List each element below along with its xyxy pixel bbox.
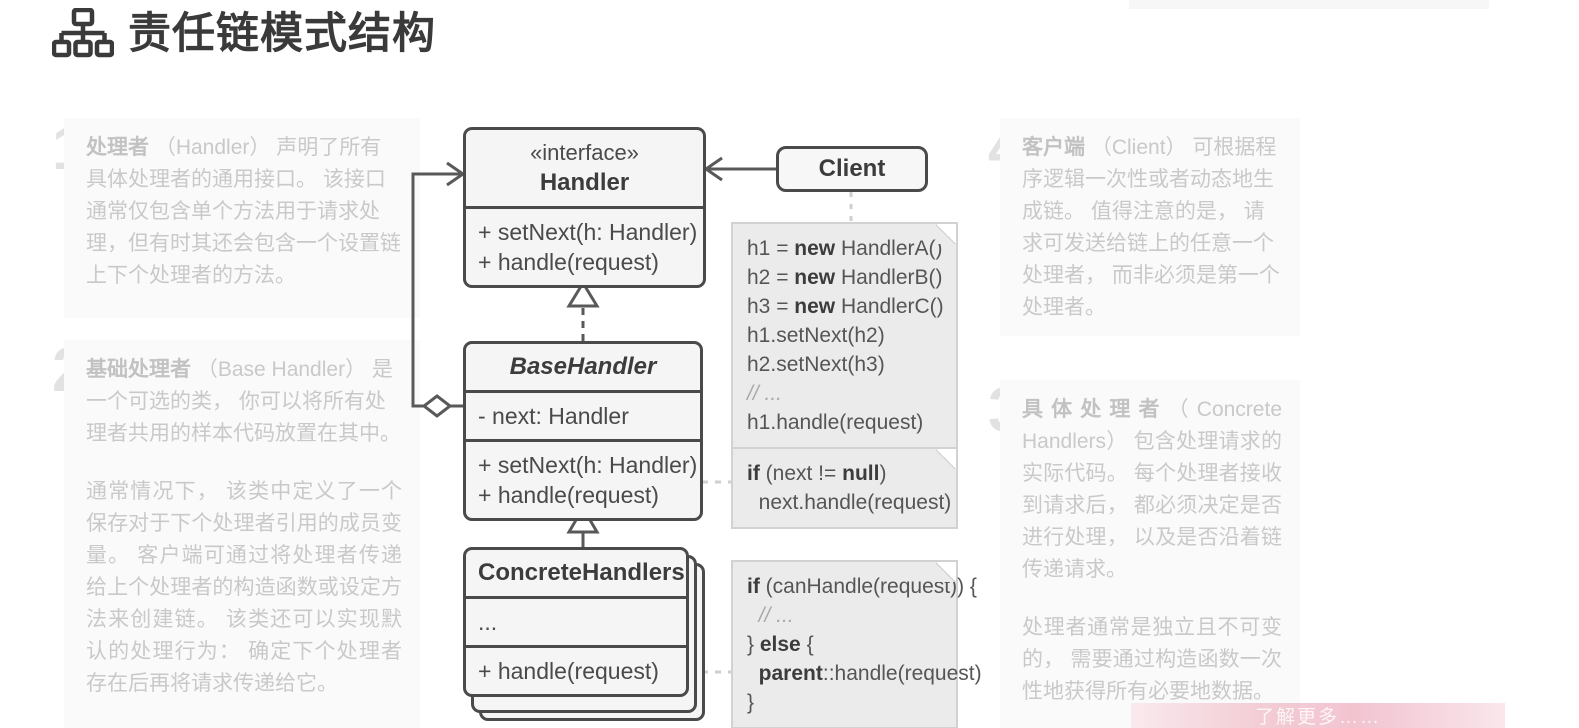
code-line-4: h2.setNext(h3) bbox=[747, 353, 885, 376]
uml-class-concrete-handlers[interactable]: ConcreteHandlers ... + handle(request) bbox=[463, 547, 689, 697]
uml-class-handler[interactable]: «interface» Handler + setNext(h: Handler… bbox=[463, 127, 706, 288]
base-handler-methods: + setNext(h: Handler) + handle(request) bbox=[466, 439, 700, 518]
code-line-2: } else { bbox=[747, 633, 814, 656]
panel-3-text-2: 处理者通常是独立且不可变的， 需要通过构造函数一次性地获得所有必要地数据。 bbox=[1022, 616, 1282, 703]
code-line-0: if (canHandle(request)) { bbox=[747, 575, 977, 598]
page-title: 责任链模式结构 bbox=[128, 9, 436, 58]
uml-class-base-handler[interactable]: BaseHandler - next: Handler + setNext(h:… bbox=[463, 341, 703, 521]
code-line-0: if (next != null) bbox=[747, 462, 887, 485]
handler-name: Handler bbox=[539, 169, 630, 196]
base-handler-attr-0: - next: Handler bbox=[478, 403, 629, 429]
concrete-handlers-method-0: + handle(request) bbox=[478, 658, 659, 684]
panel-1-lead: 处理者 bbox=[86, 136, 149, 159]
panel-2-rest: （Base Handler） 是一个可选的类， 你可以将所有处理者共用的样本代码… bbox=[86, 358, 401, 445]
code-line-2: h3 = new HandlerC() bbox=[747, 295, 944, 318]
client-name: Client bbox=[818, 155, 886, 182]
base-handler-method-0: + setNext(h: Handler) bbox=[478, 452, 698, 478]
code-line-6: h1.handle(request) bbox=[747, 411, 924, 434]
handler-header: «interface» Handler bbox=[466, 130, 703, 206]
description-panel-4: 客户端 （Client） 可根据程序逻辑一次性或者动态地生成链。 值得注意的是，… bbox=[1000, 118, 1300, 336]
code-line-1: next.handle(request) bbox=[747, 491, 952, 514]
panel-2-lead: 基础处理者 bbox=[86, 358, 191, 381]
realization-triangle bbox=[566, 280, 600, 308]
handler-methods: + setNext(h: Handler) + handle(request) bbox=[466, 206, 703, 285]
panel-4-lead: 客户端 bbox=[1022, 136, 1085, 159]
concrete-handlers-attributes: ... bbox=[466, 596, 686, 645]
description-panel-3: 具 体 处 理 者 （ Concrete Handlers） 包含处理请求的实际… bbox=[1000, 380, 1300, 728]
code-line-1: // ... bbox=[747, 604, 794, 627]
top-faint-bar bbox=[1129, 0, 1489, 9]
concrete-handlers-name: ConcreteHandlers bbox=[478, 559, 685, 586]
note-concrete-handle-lines: if (canHandle(request)) { // ... } else {… bbox=[747, 572, 982, 717]
handler-method-0: + setNext(h: Handler) bbox=[478, 219, 698, 245]
code-line-5: // ... bbox=[747, 382, 783, 405]
code-line-4: } bbox=[747, 691, 755, 714]
base-handler-attributes: - next: Handler bbox=[466, 390, 700, 439]
panel-1-text: 处理者 （Handler） 声明了所有具体处理者的通用接口。 该接口通常仅包含单… bbox=[86, 132, 402, 292]
bottom-watermark: 了解更多…… bbox=[1131, 703, 1505, 728]
base-handler-method-1: + handle(request) bbox=[478, 482, 659, 508]
description-panel-1: 处理者 （Handler） 声明了所有具体处理者的通用接口。 该接口通常仅包含单… bbox=[64, 118, 420, 318]
note-base-handle-lines: if (next != null) next.handle(request) bbox=[747, 459, 952, 517]
panel-4-text: 客户端 （Client） 可根据程序逻辑一次性或者动态地生成链。 值得注意的是，… bbox=[1022, 132, 1282, 324]
watermark-text: 了解更多…… bbox=[1254, 707, 1381, 728]
note-concrete-handle-code: if (canHandle(request)) { // ... } else {… bbox=[731, 560, 982, 728]
panel-4-rest: （Client） 可根据程序逻辑一次性或者动态地生成链。 值得注意的是， 请求可… bbox=[1022, 136, 1280, 319]
uml-class-client[interactable]: Client bbox=[776, 146, 928, 192]
handler-stereotype: «interface» bbox=[530, 140, 639, 165]
panel-1-rest: （Handler） 声明了所有具体处理者的通用接口。 该接口通常仅包含单个方法用… bbox=[86, 136, 401, 287]
hierarchy-icon bbox=[52, 8, 114, 58]
concrete-handlers-header: ConcreteHandlers bbox=[466, 550, 686, 596]
code-line-1: h2 = new HandlerB() bbox=[747, 266, 943, 289]
note-fold-corner bbox=[936, 449, 956, 469]
base-handler-name: BaseHandler bbox=[509, 353, 657, 380]
concrete-handlers-attr-0: ... bbox=[478, 609, 498, 635]
panel-3-rest: （ Concrete Handlers） 包含处理请求的实际代码。 每个处理者接… bbox=[1022, 398, 1282, 581]
panel-3-lead: 具 体 处 理 者 bbox=[1022, 398, 1161, 421]
code-line-0: h1 = new HandlerA() bbox=[747, 237, 943, 260]
note-client-code: h1 = new HandlerA() h2 = new HandlerB() h3… bbox=[731, 222, 958, 449]
description-panel-2: 基础处理者 （Base Handler） 是一个可选的类， 你可以将所有处理者共… bbox=[64, 340, 420, 728]
code-line-3: parent::handle(request) bbox=[758, 662, 982, 685]
base-handler-header: BaseHandler bbox=[466, 344, 700, 390]
panel-2-text: 基础处理者 （Base Handler） 是一个可选的类， 你可以将所有处理者共… bbox=[86, 354, 402, 450]
handler-method-1: + handle(request) bbox=[478, 249, 659, 275]
aggregation-diamond bbox=[421, 394, 453, 418]
note-base-handle-code: if (next != null) next.handle(request) bbox=[731, 447, 958, 529]
code-line-3: h1.setNext(h2) bbox=[747, 324, 885, 347]
note-fold-corner bbox=[936, 562, 956, 582]
note-client-lines: h1 = new HandlerA() h2 = new HandlerB() h3… bbox=[747, 234, 944, 437]
page-header: 责任链模式结构 bbox=[52, 8, 436, 60]
panel-2-text-2: 通常情况下， 该类中定义了一个保存对于下个处理者引用的成员变量。 客户端可通过将… bbox=[86, 480, 402, 695]
note-fold-corner bbox=[936, 224, 956, 244]
panel-3-text: 具 体 处 理 者 （ Concrete Handlers） 包含处理请求的实际… bbox=[1022, 394, 1282, 586]
client-association-arrowhead bbox=[703, 156, 723, 182]
concrete-handlers-methods: + handle(request) bbox=[466, 645, 686, 694]
